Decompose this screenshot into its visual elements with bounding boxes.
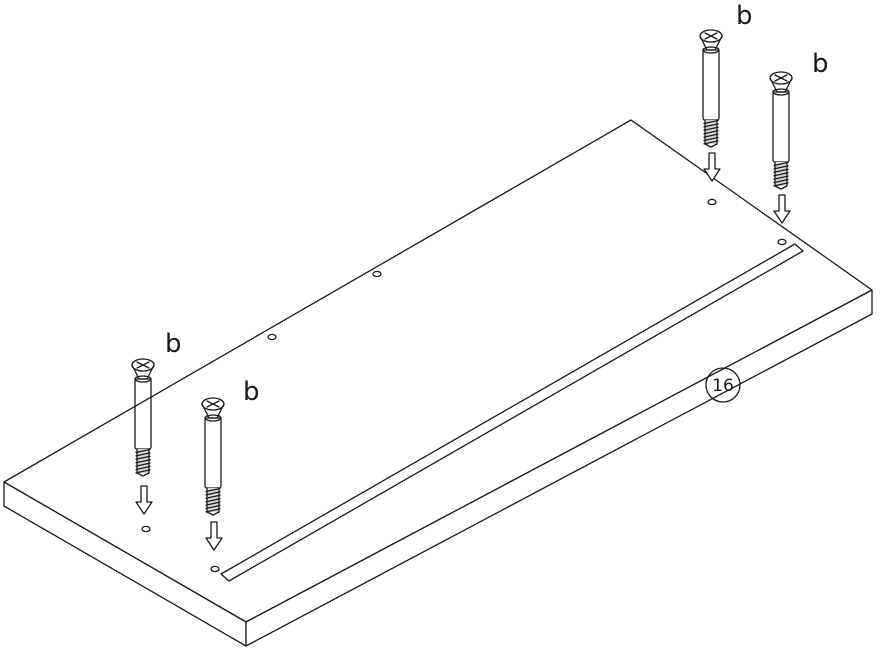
fastener-label: b [812, 49, 829, 79]
part-number: 16 [712, 376, 734, 396]
fastener-label: b [243, 377, 260, 407]
part-number-circle [705, 367, 741, 403]
fastener-back-right: b [769, 49, 829, 224]
cam-dowel-icon [699, 29, 723, 148]
hole [267, 333, 277, 341]
fastener-front-right: b [201, 377, 260, 551]
down-arrow-icon [205, 521, 223, 551]
panel-side-edge [245, 289, 873, 647]
down-arrow-icon [135, 485, 153, 515]
hole [707, 198, 717, 206]
cam-dowel-icon [201, 397, 225, 516]
part-number-badge: 16 [705, 367, 741, 403]
hole [141, 525, 151, 533]
cam-dowel-icon [769, 71, 793, 190]
fastener-layer: b b b b [131, 1, 829, 551]
hole [210, 565, 220, 573]
fastener-front-left: b [131, 329, 182, 515]
panel [3, 119, 873, 647]
hole [372, 270, 382, 278]
fastener-label: b [736, 1, 753, 31]
fastener-back-left: b [699, 1, 753, 182]
fastener-label: b [165, 329, 182, 359]
cam-dowel-icon [131, 358, 155, 477]
hole [777, 238, 787, 246]
panel-groove [220, 243, 804, 582]
down-arrow-icon [773, 194, 791, 224]
down-arrow-icon [703, 152, 721, 182]
